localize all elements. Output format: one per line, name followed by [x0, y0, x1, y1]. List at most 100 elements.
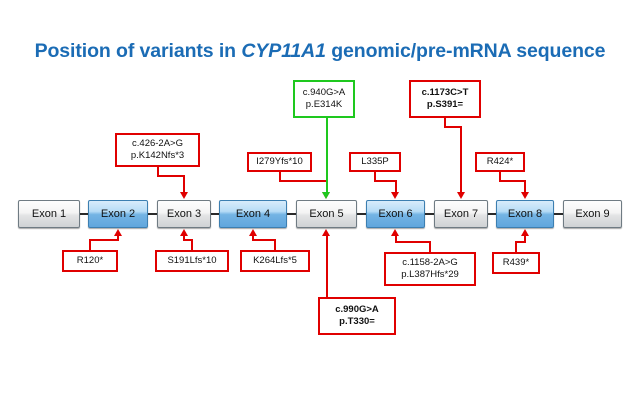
arrowhead-up-c1158-2AG-L387Hfs29	[391, 229, 399, 236]
leader-stub-c1158-2AG-L387Hfs29	[429, 242, 431, 252]
leader-line-L335P	[394, 180, 397, 193]
exon-label: Exon 4	[235, 208, 271, 220]
variant-text-line: c.1158-2A>G	[402, 256, 458, 268]
leader-line-R120	[117, 235, 119, 239]
variant-label-R424[interactable]: R424*	[475, 152, 525, 172]
leader-line-R424	[524, 180, 526, 193]
exon-box-2[interactable]: Exon 2	[88, 200, 148, 228]
arrowhead-up-S191Lfs10	[179, 229, 188, 236]
leader-stub-R424	[499, 172, 501, 182]
arrowhead-down-c426-2AG-K142Nfs3	[179, 192, 188, 199]
variant-text-line: I279Yfs*10	[256, 155, 303, 167]
title-gene-name: CYP11A1	[241, 40, 326, 62]
leader-line-R439	[524, 235, 526, 241]
exon-box-8[interactable]: Exon 8	[496, 200, 554, 228]
variant-text-line: c.990G>A	[335, 303, 379, 315]
intron-connector-7	[488, 213, 496, 215]
variant-text-line: R439*	[502, 256, 530, 268]
variant-text-line: L335P	[361, 155, 389, 167]
leader-elbow-R424	[499, 180, 526, 182]
leader-elbow-R439	[515, 241, 526, 243]
leader-stub-c1173CT-S391	[444, 118, 446, 128]
leader-line-c1173CT-S391	[460, 126, 462, 193]
intron-connector-1	[80, 213, 88, 215]
variant-label-I279Yfs10[interactable]: I279Yfs*10	[247, 152, 312, 172]
exon-label: Exon 7	[443, 208, 479, 220]
exon-box-3[interactable]: Exon 3	[157, 200, 211, 228]
leader-stub-R439	[515, 242, 517, 252]
leader-elbow-S191Lfs10	[183, 239, 193, 241]
variant-label-R120[interactable]: R120*	[62, 250, 118, 272]
leader-elbow-R120	[89, 239, 119, 241]
arrowhead-up-R439	[520, 229, 529, 236]
exon-box-9[interactable]: Exon 9	[563, 200, 622, 228]
arrowhead-up-K264Lfs5	[248, 229, 257, 236]
variant-label-R439[interactable]: R439*	[492, 252, 540, 274]
leader-line-c1158-2AG-L387Hfs29	[394, 235, 397, 241]
leader-elbow-L335P	[374, 180, 397, 182]
variant-text-line: p.L387Hfs*29	[401, 269, 459, 280]
leader-elbow-c426-2AG-K142Nfs3	[156, 175, 185, 177]
exon-label: Exon 5	[309, 208, 344, 220]
leader-line-c426-2AG-K142Nfs3	[183, 175, 185, 193]
leader-line-c940GA-E314K	[325, 118, 328, 193]
variant-text-line: K264Lfs*5	[253, 254, 297, 266]
leader-line-K264Lfs5	[252, 235, 254, 239]
intron-connector-5	[357, 213, 366, 215]
variant-text-line: c.426-2A>G	[132, 137, 183, 149]
variant-text-line: R120*	[76, 254, 104, 266]
arrowhead-up-R120	[113, 229, 122, 236]
exon-box-6[interactable]: Exon 6	[366, 200, 425, 228]
page-title: Position of variants in CYP11A1 genomic/…	[0, 40, 640, 63]
leader-stub-I279Yfs10	[278, 172, 281, 182]
leader-stub-S191Lfs10	[191, 240, 193, 250]
leader-elbow-c1158-2AG-L387Hfs29	[394, 241, 431, 243]
variant-text-line: S191Lfs*10	[167, 254, 217, 266]
variant-text-line: p.E314K	[305, 99, 343, 110]
leader-stub-c426-2AG-K142Nfs3	[156, 167, 159, 177]
arrowhead-down-c1173CT-S391	[456, 192, 465, 199]
title-suffix: genomic/pre-mRNA sequence	[325, 40, 606, 62]
intron-connector-2	[148, 213, 157, 215]
leader-stub-L335P	[374, 172, 376, 182]
variant-text-line: R424*	[486, 155, 514, 167]
leader-elbow-I279Yfs10	[278, 180, 328, 182]
variant-label-K264Lfs5[interactable]: K264Lfs*5	[240, 250, 310, 272]
leader-line-c990GA-T330	[325, 235, 328, 297]
exon-label: Exon 1	[31, 208, 67, 220]
leader-stub-R120	[89, 240, 91, 250]
exon-label: Exon 2	[100, 208, 136, 220]
exon-label: Exon 6	[378, 208, 413, 220]
variant-text-line: c.940G>A	[302, 86, 346, 98]
leader-elbow-K264Lfs5	[252, 239, 276, 241]
intron-connector-4	[287, 213, 296, 215]
exon-box-4[interactable]: Exon 4	[219, 200, 287, 228]
exon-box-7[interactable]: Exon 7	[434, 200, 488, 228]
arrowhead-down-c940GA-E314K	[322, 192, 330, 199]
exon-label: Exon 8	[507, 208, 543, 220]
variant-text-line: c.1173C>T	[421, 86, 469, 98]
variant-text-line: p.S391=	[426, 99, 464, 110]
leader-stub-K264Lfs5	[274, 240, 276, 250]
variant-label-L335P[interactable]: L335P	[349, 152, 401, 172]
exon-label: Exon 9	[575, 208, 610, 220]
intron-connector-8	[554, 213, 563, 215]
exon-label: Exon 3	[166, 208, 202, 220]
variant-text-line: p.K142Nfs*3	[130, 150, 185, 161]
intron-connector-3	[211, 213, 219, 215]
variant-label-S191Lfs10[interactable]: S191Lfs*10	[155, 250, 229, 272]
exon-box-5[interactable]: Exon 5	[296, 200, 357, 228]
leader-line-S191Lfs10	[183, 235, 185, 239]
arrowhead-down-L335P	[391, 192, 399, 199]
leader-elbow-c1173CT-S391	[444, 126, 462, 128]
arrowhead-up-c990GA-T330	[322, 229, 330, 236]
title-prefix: Position of variants in	[34, 40, 242, 62]
exon-box-1[interactable]: Exon 1	[18, 200, 80, 228]
variant-text-line: p.T330=	[339, 316, 375, 327]
